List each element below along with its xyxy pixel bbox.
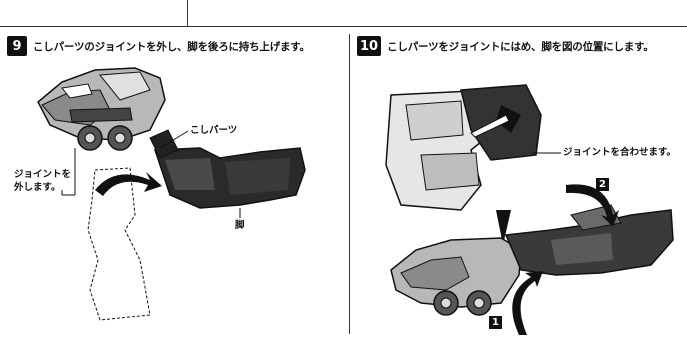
step10-marker-2: 2 <box>596 178 609 191</box>
step9-instruction: こしパーツのジョイントを外し、脚を後ろに持ち上げます。 <box>33 40 310 53</box>
robot-vehicle-body <box>37 67 166 141</box>
detail-closeup <box>385 84 542 211</box>
robot-wheels <box>77 125 133 151</box>
lift-arrow <box>95 172 162 196</box>
step9-label-waist: こしパーツ <box>190 125 238 136</box>
step10-header: 10 こしパーツをジョイントにはめ、脚を図の位置にします。 <box>357 36 654 56</box>
step9-label-joint-line2: 外します。 <box>14 182 61 193</box>
arrow-1 <box>512 271 543 335</box>
step10-instruction: こしパーツをジョイントにはめ、脚を図の位置にします。 <box>387 40 654 53</box>
step10-illustration <box>385 84 674 335</box>
step9-header: 9 こしパーツのジョイントを外し、脚を後ろに持ち上げます。 <box>7 36 310 56</box>
step9-number-badge: 9 <box>7 36 27 56</box>
step10-number-badge: 10 <box>357 36 382 56</box>
step9-label-joint-line1: ジョイントを <box>14 169 72 180</box>
robot-assembled <box>390 204 674 316</box>
top-rule <box>0 26 687 27</box>
column-divider <box>349 34 350 334</box>
step10-label-joint: ジョイントを合わせます。 <box>563 147 677 158</box>
detail-pointer <box>496 210 511 245</box>
step10-marker-1: 1 <box>489 316 502 329</box>
waist-and-leg-part <box>149 129 306 209</box>
top-rule-tick <box>187 0 188 27</box>
step9-illustration <box>37 67 306 321</box>
step9-label-leg: 脚 <box>235 220 245 231</box>
arrow-2 <box>566 184 619 227</box>
